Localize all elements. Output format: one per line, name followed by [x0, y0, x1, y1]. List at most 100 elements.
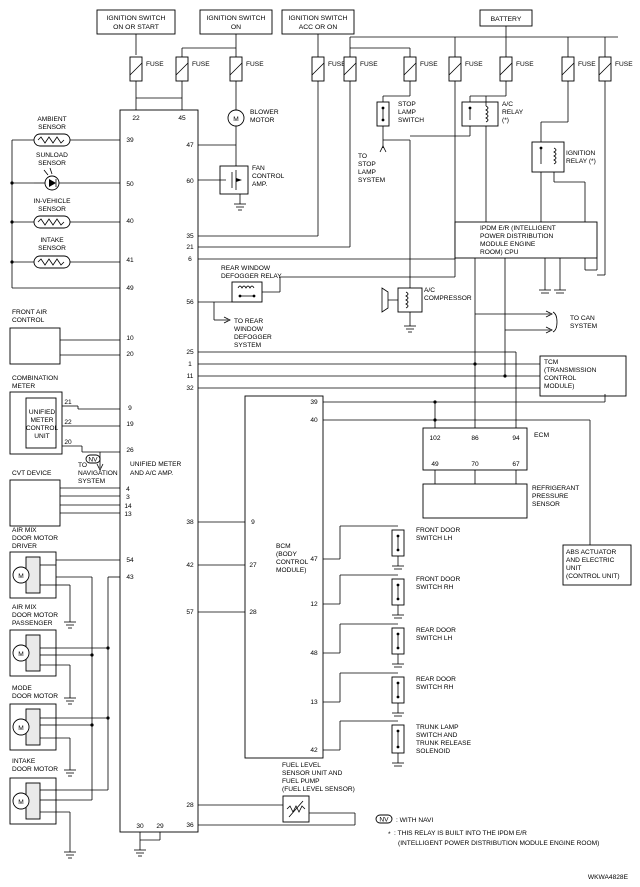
svg-text:PASSENGER: PASSENGER — [12, 620, 53, 627]
svg-text:METER: METER — [12, 383, 35, 390]
svg-text:FRONT DOOR: FRONT DOOR — [416, 576, 460, 583]
fuse-3: FUSE — [229, 56, 264, 82]
power-source-ign-on: IGNITION SWITCH ON — [199, 9, 273, 35]
svg-text:49: 49 — [126, 285, 134, 292]
svg-text:28: 28 — [186, 802, 194, 809]
svg-text:INTAKE: INTAKE — [12, 758, 36, 765]
svg-text:102: 102 — [429, 435, 440, 442]
svg-text:SENSOR: SENSOR — [38, 206, 66, 213]
svg-text:TO: TO — [78, 462, 87, 469]
svg-text:FUSE: FUSE — [146, 61, 164, 68]
svg-text:3: 3 — [126, 494, 130, 501]
svg-text:LAMP: LAMP — [358, 169, 377, 176]
to-rear-defogger-system: TO REAR WINDOW DEFOGGER SYSTEM — [234, 318, 272, 349]
svg-text:67: 67 — [512, 461, 520, 468]
svg-text:BCM: BCM — [276, 543, 291, 550]
svg-text:12: 12 — [310, 601, 318, 608]
svg-text:57: 57 — [186, 609, 194, 616]
svg-text:AND A/C AMP.: AND A/C AMP. — [130, 470, 173, 477]
svg-text:DOOR MOTOR: DOOR MOTOR — [12, 693, 58, 700]
svg-text:A/C: A/C — [424, 287, 435, 294]
svg-text:26: 26 — [126, 447, 134, 454]
svg-text:M: M — [18, 573, 24, 580]
svg-text:ON OR START: ON OR START — [113, 24, 159, 31]
svg-text:SENSOR: SENSOR — [38, 124, 66, 131]
svg-text:SYSTEM: SYSTEM — [78, 478, 105, 485]
svg-text:METER: METER — [30, 417, 53, 424]
svg-text:NV: NV — [88, 457, 98, 464]
svg-text:35: 35 — [186, 233, 194, 240]
svg-text:(INTELLIGENT POWER DISTRIBUTIO: (INTELLIGENT POWER DISTRIBUTION MODULE E… — [398, 840, 599, 847]
svg-text:13: 13 — [310, 699, 318, 706]
svg-text:40: 40 — [310, 417, 318, 424]
svg-text:47: 47 — [310, 556, 318, 563]
svg-text:AIR MIX: AIR MIX — [12, 527, 37, 534]
ipdm-er: IPDM E/R (INTELLIGENT POWER DISTRIBUTION… — [454, 221, 605, 352]
svg-text:BATTERY: BATTERY — [491, 16, 522, 23]
svg-text:AMP.: AMP. — [252, 181, 267, 188]
svg-text:56: 56 — [186, 299, 194, 306]
svg-text:SWITCH LH: SWITCH LH — [416, 535, 453, 542]
svg-text:DOOR MOTOR: DOOR MOTOR — [12, 612, 58, 619]
svg-text:22: 22 — [132, 115, 140, 122]
svg-text:38: 38 — [186, 519, 194, 526]
svg-text:M: M — [18, 725, 24, 732]
svg-text:AND ELECTRIC: AND ELECTRIC — [566, 557, 615, 564]
svg-text:REAR WINDOW: REAR WINDOW — [221, 265, 271, 272]
svg-text:29: 29 — [156, 823, 164, 830]
svg-text:36: 36 — [186, 822, 194, 829]
svg-text:27: 27 — [249, 562, 257, 569]
legend-relay-note: * : THIS RELAY IS BUILT INTO THE IPDM E/… — [388, 830, 599, 847]
svg-text:IN-VEHICLE: IN-VEHICLE — [33, 198, 71, 205]
svg-text:DEFOGGER: DEFOGGER — [234, 334, 272, 341]
svg-text:FUSE: FUSE — [615, 61, 633, 68]
svg-text:FUSE: FUSE — [578, 61, 596, 68]
svg-text:94: 94 — [512, 435, 520, 442]
svg-text:SYSTEM: SYSTEM — [570, 323, 597, 330]
combination-meter: COMBINATION METER UNIFIED METER CONTROL … — [9, 375, 120, 471]
svg-text:IPDM E/R (INTELLIGENT: IPDM E/R (INTELLIGENT — [480, 225, 556, 232]
svg-text:NAVIGATION: NAVIGATION — [78, 470, 118, 477]
ac-compressor: A/C COMPRESSOR — [381, 282, 472, 333]
ecm: ECM 102 86 94 49 70 67 — [422, 427, 549, 484]
svg-text:IGNITION SWITCH: IGNITION SWITCH — [107, 15, 166, 22]
svg-text:BLOWER: BLOWER — [250, 109, 279, 116]
svg-text:COMPRESSOR: COMPRESSOR — [424, 295, 472, 302]
fuse-4: FUSE — [311, 56, 346, 82]
svg-text:70: 70 — [471, 461, 479, 468]
svg-text:UNIT: UNIT — [34, 433, 49, 440]
svg-text:MOTOR: MOTOR — [250, 117, 275, 124]
svg-text:DEFOGGER RELAY: DEFOGGER RELAY — [221, 273, 282, 280]
svg-text:TRUNK LAMP: TRUNK LAMP — [416, 724, 459, 731]
svg-text:20: 20 — [64, 439, 72, 446]
svg-text:SWITCH LH: SWITCH LH — [416, 635, 453, 642]
rear-door-switch-rh: REAR DOOR SWITCH RH — [323, 672, 456, 717]
svg-text:FRONT AIR: FRONT AIR — [12, 309, 47, 316]
svg-text:CONTROL: CONTROL — [26, 425, 59, 432]
svg-text:48: 48 — [310, 650, 318, 657]
svg-text:M: M — [18, 799, 24, 806]
svg-text:SWITCH: SWITCH — [398, 117, 424, 124]
front-air-control: FRONT AIR CONTROL — [9, 309, 120, 365]
svg-text:SUNLOAD: SUNLOAD — [36, 152, 68, 159]
blower-motor: M BLOWER MOTOR — [227, 81, 279, 166]
svg-text:*: * — [388, 831, 391, 838]
svg-text:ECM: ECM — [534, 432, 549, 439]
svg-text:(TRANSMISSION: (TRANSMISSION — [544, 367, 597, 374]
tcm: TCM (TRANSMISSION CONTROL MODULE) — [473, 345, 627, 428]
svg-text:POWER DISTRIBUTION: POWER DISTRIBUTION — [480, 233, 554, 240]
svg-text:WINDOW: WINDOW — [234, 326, 264, 333]
svg-text:SYSTEM: SYSTEM — [234, 342, 261, 349]
svg-text:14: 14 — [124, 503, 132, 510]
rear-defogger-relay: REAR WINDOW DEFOGGER RELAY — [198, 265, 455, 324]
svg-text:SWITCH RH: SWITCH RH — [416, 584, 454, 591]
navi-badge: NV — [85, 454, 101, 464]
svg-text:LAMP: LAMP — [398, 109, 417, 116]
svg-text:FUSE: FUSE — [192, 61, 210, 68]
svg-text:IGNITION SWITCH: IGNITION SWITCH — [207, 15, 266, 22]
svg-text:47: 47 — [186, 142, 194, 149]
svg-text:43: 43 — [126, 574, 134, 581]
svg-text:TO CAN: TO CAN — [570, 315, 595, 322]
svg-text:1: 1 — [188, 361, 192, 368]
